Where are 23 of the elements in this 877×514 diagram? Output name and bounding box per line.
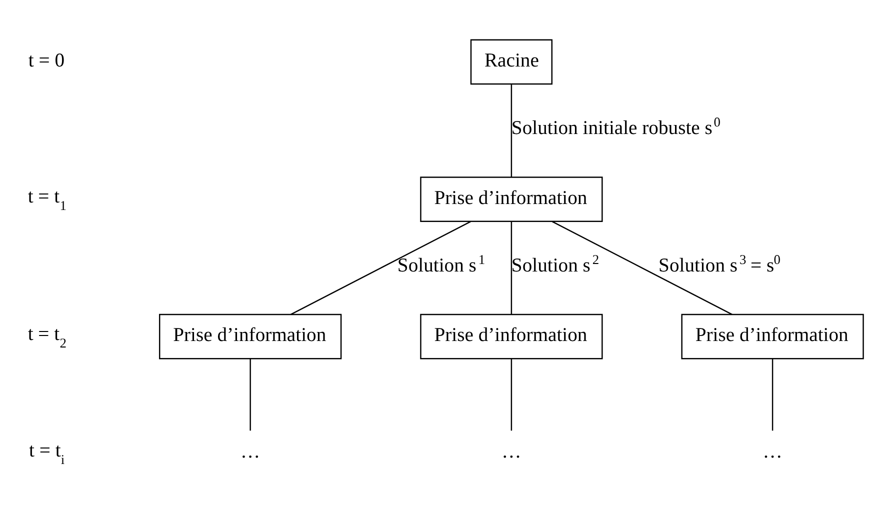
connector xyxy=(290,220,471,314)
edge-label: Solution s$^{3}$ = s$^{0}$ xyxy=(658,251,781,276)
connector xyxy=(510,358,512,430)
node-text: … xyxy=(240,441,260,462)
connector xyxy=(250,358,251,430)
connector xyxy=(510,84,512,177)
connector xyxy=(772,358,774,430)
node-box: Prise d’information xyxy=(420,313,603,359)
node-box: Prise d’information xyxy=(159,313,342,359)
edge-label: Solution s$^{1}$ xyxy=(397,251,486,276)
label: t = t$_{1}$ xyxy=(28,186,66,213)
node-box: Prise d’information xyxy=(681,313,864,359)
label: t = t$_{2}$ xyxy=(28,324,66,350)
label: t = 0 xyxy=(28,50,65,72)
connector xyxy=(552,220,732,314)
node-text: … xyxy=(762,441,782,462)
edge-label: Solution s$^{2}$ xyxy=(511,251,600,276)
connector xyxy=(510,221,512,314)
node-text: … xyxy=(502,441,522,462)
label: t = t$_{i}$ xyxy=(29,440,65,466)
edge-label: Solution initiale robuste s$^{0}$ xyxy=(511,114,720,139)
node-box: Prise d’information xyxy=(420,176,603,222)
node-box: Racine xyxy=(470,38,552,84)
